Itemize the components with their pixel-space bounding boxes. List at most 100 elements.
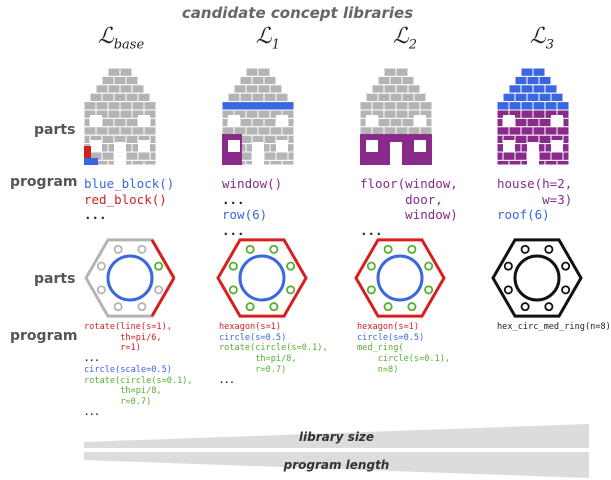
brick [496, 117, 504, 128]
brick [149, 117, 157, 128]
small-circle [503, 261, 513, 271]
circle-program-line: ... [84, 354, 100, 365]
main-circle [238, 254, 286, 302]
brick [101, 75, 115, 86]
brick [251, 92, 265, 103]
brick [143, 101, 157, 111]
brick [221, 126, 235, 136]
brick [131, 101, 145, 111]
brick [101, 117, 115, 128]
brick [245, 84, 259, 94]
circle-program-line: th=pi/8, [84, 386, 162, 397]
brick [89, 92, 103, 103]
brick [101, 92, 115, 103]
brick [263, 92, 277, 103]
brick [401, 92, 415, 103]
house [359, 67, 433, 166]
library-header-3: ℒ3 [529, 24, 555, 53]
program-circle-base: rotate(line(s=1), th=pi/6, r=1)...circle… [84, 322, 193, 419]
brick [401, 117, 415, 128]
brick [119, 84, 133, 94]
brick [520, 101, 534, 111]
brick [407, 126, 421, 136]
brick [239, 117, 253, 128]
brick [233, 84, 247, 94]
house-program-line: ... [360, 222, 383, 238]
brick [520, 84, 534, 94]
brick [395, 67, 409, 77]
brick [395, 126, 409, 136]
circle-program-line: circle(s=0.5) [219, 332, 287, 343]
brick [514, 117, 528, 128]
brick [544, 126, 558, 136]
brick [143, 159, 157, 166]
circle-program-line: ... [84, 407, 100, 418]
brick [263, 151, 277, 161]
house-program-line: floor(window, [360, 176, 458, 191]
brick [526, 117, 540, 128]
small-circle [366, 261, 376, 271]
circle-program-line: hex_circ_med_ring(n=8) [497, 322, 611, 332]
brick [239, 75, 253, 86]
main-circle [513, 254, 561, 302]
brick [544, 84, 558, 94]
brick [562, 151, 570, 161]
brick [125, 75, 139, 86]
circle-program-line: circle(s=0.1), [357, 354, 451, 365]
small-circle [544, 244, 554, 254]
brick [538, 151, 552, 161]
brick [83, 126, 97, 136]
brick [395, 109, 409, 119]
circle-program-line: th=pi/6, [84, 332, 162, 343]
brick [526, 75, 540, 86]
hexagon-drawings [84, 238, 583, 318]
brick [377, 117, 391, 128]
brick [365, 92, 379, 103]
brick [119, 126, 133, 136]
hexagon-figure [216, 238, 308, 318]
brick [502, 151, 516, 161]
brick [287, 117, 295, 128]
brick [101, 151, 115, 161]
window [228, 140, 240, 152]
red-block [84, 146, 91, 158]
circle-program-line: rotate(circle(s=0.1), [219, 343, 328, 354]
brick [263, 134, 277, 145]
brick [119, 67, 133, 77]
brick [125, 117, 139, 128]
brick [245, 109, 259, 119]
window [414, 140, 426, 152]
circle-program-line: circle(s=0.5) [357, 332, 425, 343]
brick [514, 134, 528, 145]
brick [257, 126, 271, 136]
house-drawings [83, 67, 570, 166]
door [390, 142, 402, 165]
small-circle [520, 302, 530, 312]
brick [371, 101, 385, 111]
brick [275, 92, 289, 103]
small-circle [424, 261, 434, 271]
brick [532, 101, 546, 111]
circle-program-line: hexagon(s=1) [219, 322, 282, 332]
brick [149, 151, 157, 161]
brick [83, 117, 91, 128]
window [276, 140, 288, 152]
small-circle [424, 285, 434, 295]
brick [245, 126, 259, 136]
brick [514, 151, 528, 161]
small-circle [286, 285, 296, 295]
circle-program-line: r=0.7) [219, 364, 287, 375]
library-header-2: ℒ2 [392, 24, 418, 53]
house-program-line: ... [84, 207, 107, 223]
program-house-2: floor(window, door, window)... [360, 176, 458, 239]
brick [257, 84, 271, 94]
brick [407, 101, 421, 111]
library-header-base: ℒbase [97, 24, 145, 53]
small-circle [113, 244, 123, 254]
circle-program-line: rotate(circle(s=0.1), [84, 375, 193, 386]
brick [359, 101, 373, 111]
small-circle [407, 244, 417, 254]
small-circle [366, 285, 376, 295]
house-program-line: w=3) [497, 191, 573, 207]
row-label-parts-house: parts [34, 122, 76, 138]
